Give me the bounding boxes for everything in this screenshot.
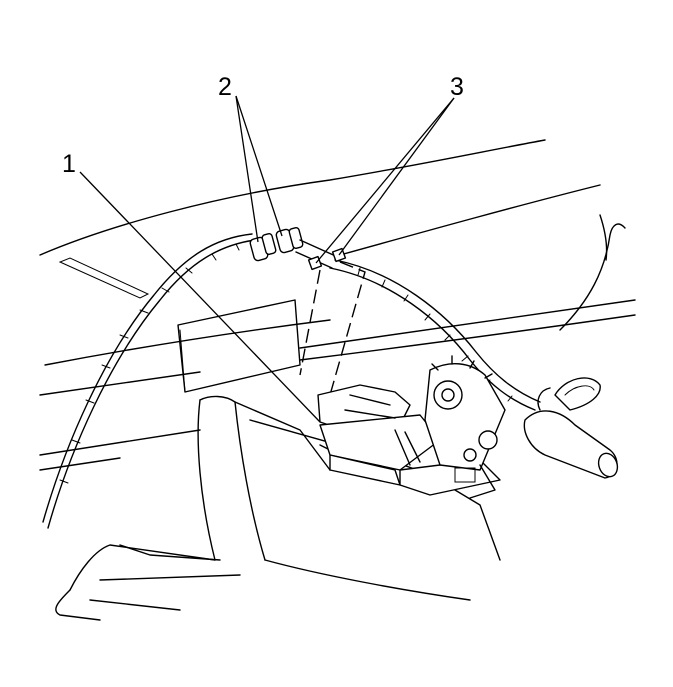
cable-fittings: [249, 227, 341, 269]
leader-lines: [79, 95, 455, 423]
parking-brake-handle: [523, 377, 619, 479]
assembly-path-dashed: [299, 261, 366, 396]
parking-brake-cable: [42, 233, 541, 529]
callout-2: 2: [218, 73, 232, 101]
parking-brake-lever-assembly: [317, 355, 506, 499]
callout-3: 3: [450, 73, 464, 101]
floor-panel-outlines: [39, 139, 636, 471]
callout-1: 1: [62, 150, 76, 178]
